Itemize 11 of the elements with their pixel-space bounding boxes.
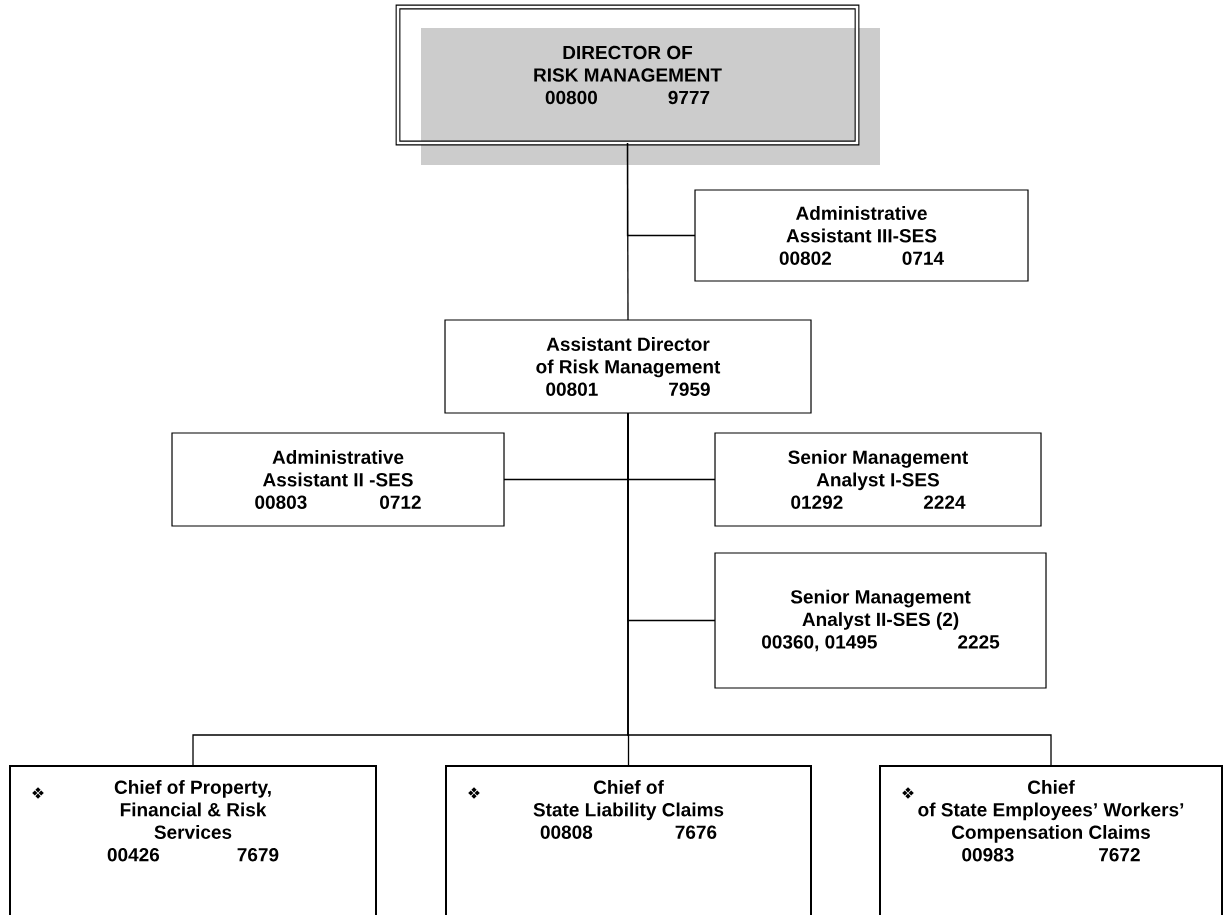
position-box: Chief of State Employees’ Workers’ Compensation Claims 00983 7672 <box>879 765 1223 915</box>
position-box: Assistant Director of Risk Management 00801 7959 <box>444 319 812 414</box>
position-box: Administrative Assistant III-SES 00802 0714 <box>694 189 1029 282</box>
connector-line <box>627 412 1052 767</box>
position-box: Chief of Property, Financial & Risk Services 00426 7679 <box>9 765 377 915</box>
position-box: Chief of State Liability Claims 00808 7676 <box>445 765 812 915</box>
connector-line <box>626 142 629 321</box>
position-box: Senior Management Analyst I-SES 01292 2224 <box>714 432 1042 527</box>
position-box: Senior Management Analyst II-SES (2) 00360, 01495 2225 <box>714 552 1047 689</box>
position-box: DIRECTOR OF RISK MANAGEMENT 00800 9777 <box>395 4 860 146</box>
position-box: Administrative Assistant II -SES 00803 0712 <box>171 432 505 527</box>
